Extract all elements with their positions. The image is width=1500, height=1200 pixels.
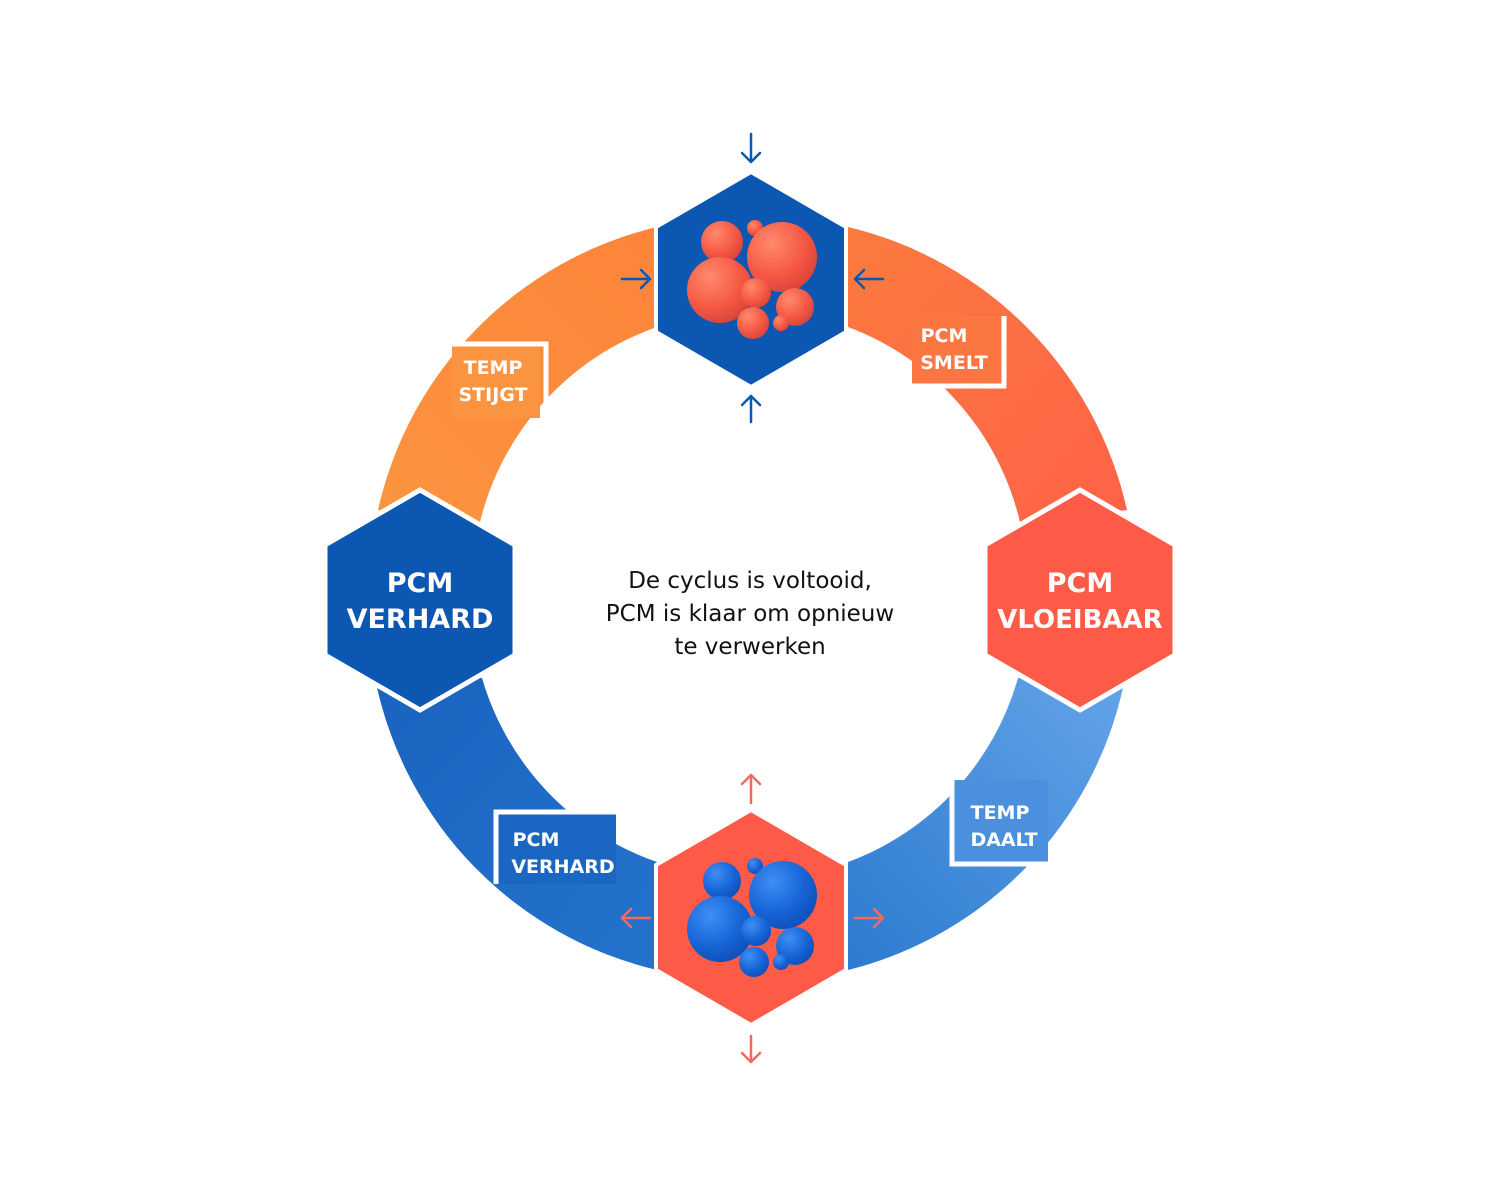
center-caption-line2: PCM is klaar om opnieuw <box>605 601 895 627</box>
step-pcm-verhard: PCM VERHARD <box>493 809 616 884</box>
hex-bottom-solidifying <box>654 807 848 1028</box>
hex-left-pcm-verhard: PCM VERHARD <box>322 487 518 713</box>
arrow-icon <box>620 773 885 1064</box>
step-pcm-smelt: PCM SMELT <box>912 316 1007 389</box>
center-caption: De cyclus is voltooid, PCM is klaar om o… <box>550 565 950 664</box>
step-pcm-verhard-line2: VERHARD <box>511 856 614 878</box>
step-temp-stijgt: TEMP STIJGT <box>452 341 549 418</box>
step-temp-stijgt-line1: TEMP <box>464 357 523 379</box>
arrow-icon <box>620 132 885 424</box>
hex-right-pcm-vloeibaar: PCM VLOEIBAAR <box>982 487 1178 713</box>
hex-left-line1: PCM <box>387 568 453 599</box>
center-caption-line1: De cyclus is voltooid, <box>628 568 872 594</box>
step-temp-daalt-line2: DAALT <box>970 829 1037 851</box>
step-pcm-smelt-line2: SMELT <box>920 352 988 374</box>
step-temp-daalt-line1: TEMP <box>971 802 1030 824</box>
step-pcm-verhard-line1: PCM <box>513 829 560 851</box>
melting-pcm-molecules-icon <box>687 220 817 339</box>
step-temp-daalt: TEMP DAALT <box>949 780 1048 867</box>
step-temp-stijgt-line2: STIJGT <box>458 384 527 406</box>
solidifying-pcm-molecules-icon <box>687 858 817 977</box>
hex-right-line1: PCM <box>1047 568 1113 599</box>
step-pcm-smelt-line1: PCM <box>921 325 968 347</box>
hex-right-line2: VLOEIBAAR <box>997 605 1162 635</box>
center-caption-line3: te verwerken <box>674 634 826 660</box>
hex-left-line2: VERHARD <box>347 604 494 635</box>
hex-top-melting <box>654 169 848 390</box>
